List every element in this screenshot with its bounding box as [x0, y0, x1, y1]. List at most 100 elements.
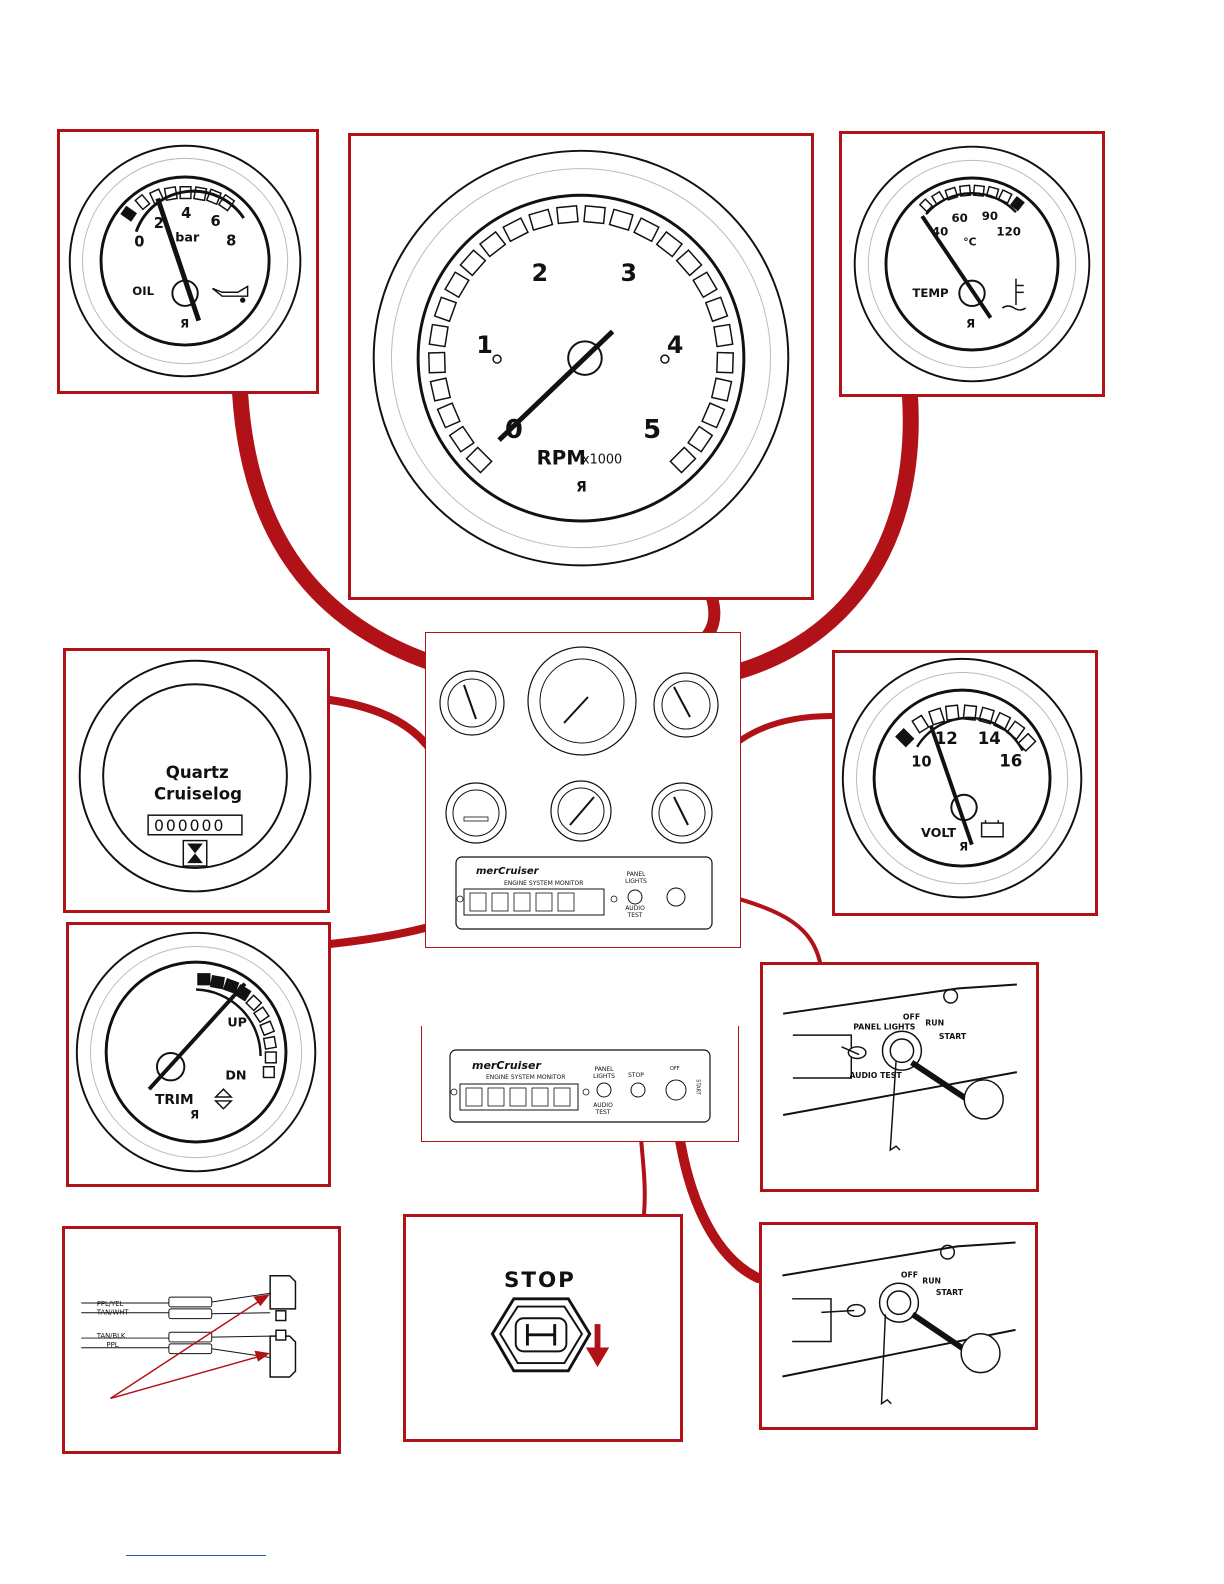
trim-logo: Я	[190, 1108, 199, 1122]
lower-panel-title: ENGINE SYSTEM MONITOR	[486, 1074, 566, 1081]
volt-scale-segments	[895, 704, 1037, 752]
lower-panel-lights-label: PANEL LIGHTS	[593, 1066, 615, 1080]
oil-scale-2: 2	[154, 215, 164, 232]
ign-panel-lights-label: PANEL LIGHTS	[853, 1022, 916, 1031]
cruiselog-line1: Quartz	[166, 763, 229, 782]
mini-audio-test-label: AUDIO TEST	[625, 905, 645, 919]
oil-scale-8: 8	[226, 232, 236, 249]
tach-segment	[502, 217, 529, 243]
volt-needle	[928, 724, 974, 846]
temp-gauge-name: TEMP	[912, 286, 949, 300]
lower-stop-button[interactable]	[630, 1082, 646, 1098]
connector-blocks	[269, 1275, 297, 1378]
tach-segment	[444, 271, 470, 299]
mini-panel-title: ENGINE SYSTEM MONITOR	[504, 880, 584, 887]
wire-label-tan-wht: TAN/WHT	[96, 1309, 129, 1317]
stop-button-icon[interactable]	[490, 1297, 592, 1373]
temp-logo: Я	[966, 317, 975, 331]
tach-segment	[465, 446, 493, 474]
ign-off-label: OFF	[903, 1013, 920, 1022]
lower-dashboard-panel: merCruiser ENGINE SYSTEM MONITOR PANEL L…	[421, 1026, 739, 1142]
trim-dn-label: DN	[225, 1067, 246, 1082]
ign2-start-label: START	[936, 1288, 964, 1297]
footer-link-line	[126, 1555, 266, 1556]
ign2-run-label: RUN	[922, 1276, 941, 1285]
volt-scale-14: 14	[978, 729, 1001, 748]
temp-scale-60: 60	[951, 211, 967, 225]
voltmeter-box: 10 12 14 16 VOLT Я	[832, 650, 1098, 916]
mini-panel-lights-label: PANEL LIGHTS	[625, 871, 647, 885]
ignition-switch-icon[interactable]	[881, 1030, 1004, 1152]
temp-scale-90: 90	[982, 209, 998, 223]
tach-segment	[478, 230, 507, 258]
tach-scale-segments	[427, 205, 735, 474]
ign-start-label: START	[939, 1032, 967, 1041]
coolant-temp-icon	[1001, 278, 1027, 311]
oil-scale-6: 6	[210, 213, 220, 230]
tach-segment	[669, 446, 697, 474]
temp-needle	[920, 215, 993, 319]
lower-panel-lights-button[interactable]	[596, 1082, 612, 1098]
tach-segment	[556, 205, 579, 225]
tach-segment	[701, 402, 726, 429]
lower-brand: merCruiser	[472, 1059, 541, 1072]
tach-scale-3: 3	[620, 259, 636, 287]
hour-counter-digits: 000000	[154, 816, 225, 835]
tach-segment	[716, 351, 735, 374]
tach-segment	[448, 425, 475, 453]
tach-multiplier: x1000	[582, 453, 622, 468]
ignition-detail-2-box: OFF RUN START	[759, 1222, 1038, 1430]
tach-segment	[459, 249, 487, 277]
tach-segment	[713, 323, 734, 348]
tach-segment	[710, 377, 733, 402]
cruiselog-box: Quartz Cruiselog 000000	[63, 648, 330, 913]
oil-scale-4: 4	[181, 205, 191, 222]
wiring-detail-box: PPL/YEL TAN/WHT TAN/BLK PPL	[62, 1226, 341, 1454]
lower-audio-test-label: AUDIO TEST	[593, 1102, 613, 1116]
mini-monitor-plate	[455, 856, 713, 930]
trim-up-label: UP	[227, 1015, 247, 1030]
panel-light-toggle-icon-2[interactable]	[821, 1303, 866, 1318]
cruiselog-line2: Cruiselog	[154, 785, 242, 804]
press-down-arrow-icon	[585, 1324, 610, 1367]
tach-segment	[655, 230, 684, 258]
tach-segment	[583, 205, 606, 225]
volt-logo: Я	[959, 839, 968, 853]
oil-unit: bar	[175, 229, 200, 244]
tach-segment	[436, 402, 461, 429]
trim-arrows-icon	[213, 1088, 234, 1110]
volt-scale-12: 12	[935, 729, 958, 748]
tach-segment	[692, 271, 718, 299]
volt-gauge-name: VOLT	[921, 825, 956, 840]
tachometer-box: 0 1 2 3 4 5 RPM x1000 Я	[348, 133, 814, 600]
tach-logo: Я	[576, 479, 587, 495]
volt-scale-16: 16	[999, 751, 1022, 770]
mini-cruiselog	[445, 782, 507, 844]
stop-detail-label: STOP	[504, 1268, 576, 1293]
lower-ignition-switch[interactable]	[665, 1079, 687, 1101]
tach-segment	[428, 323, 449, 348]
battery-icon	[980, 820, 1004, 838]
tach-segment	[429, 377, 452, 402]
ignition-switch-icon-2[interactable]	[878, 1282, 1001, 1406]
panel-light-toggle-icon[interactable]	[841, 1046, 867, 1060]
lower-stop-label: STOP	[628, 1072, 644, 1079]
tach-scale-4: 4	[667, 331, 683, 359]
mini-volt-gauge	[651, 782, 713, 844]
mini-temperature-gauge	[653, 672, 719, 738]
tach-segment	[427, 351, 446, 374]
oil-can-icon	[211, 285, 249, 303]
temp-unit: °C	[963, 235, 976, 248]
mini-oil-gauge	[439, 670, 505, 736]
tach-segment	[675, 249, 703, 277]
lower-start-label: START	[694, 1079, 701, 1095]
temp-scale-120: 120	[996, 225, 1020, 239]
tach-segment	[687, 425, 714, 453]
wire-label-ppl-yel: PPL/YEL	[97, 1300, 124, 1308]
ign2-off-label: OFF	[901, 1270, 918, 1279]
hour-counter-window	[147, 814, 243, 836]
tach-segment	[704, 296, 729, 323]
ribbon-oil	[232, 384, 470, 680]
oil-logo: Я	[180, 316, 189, 330]
